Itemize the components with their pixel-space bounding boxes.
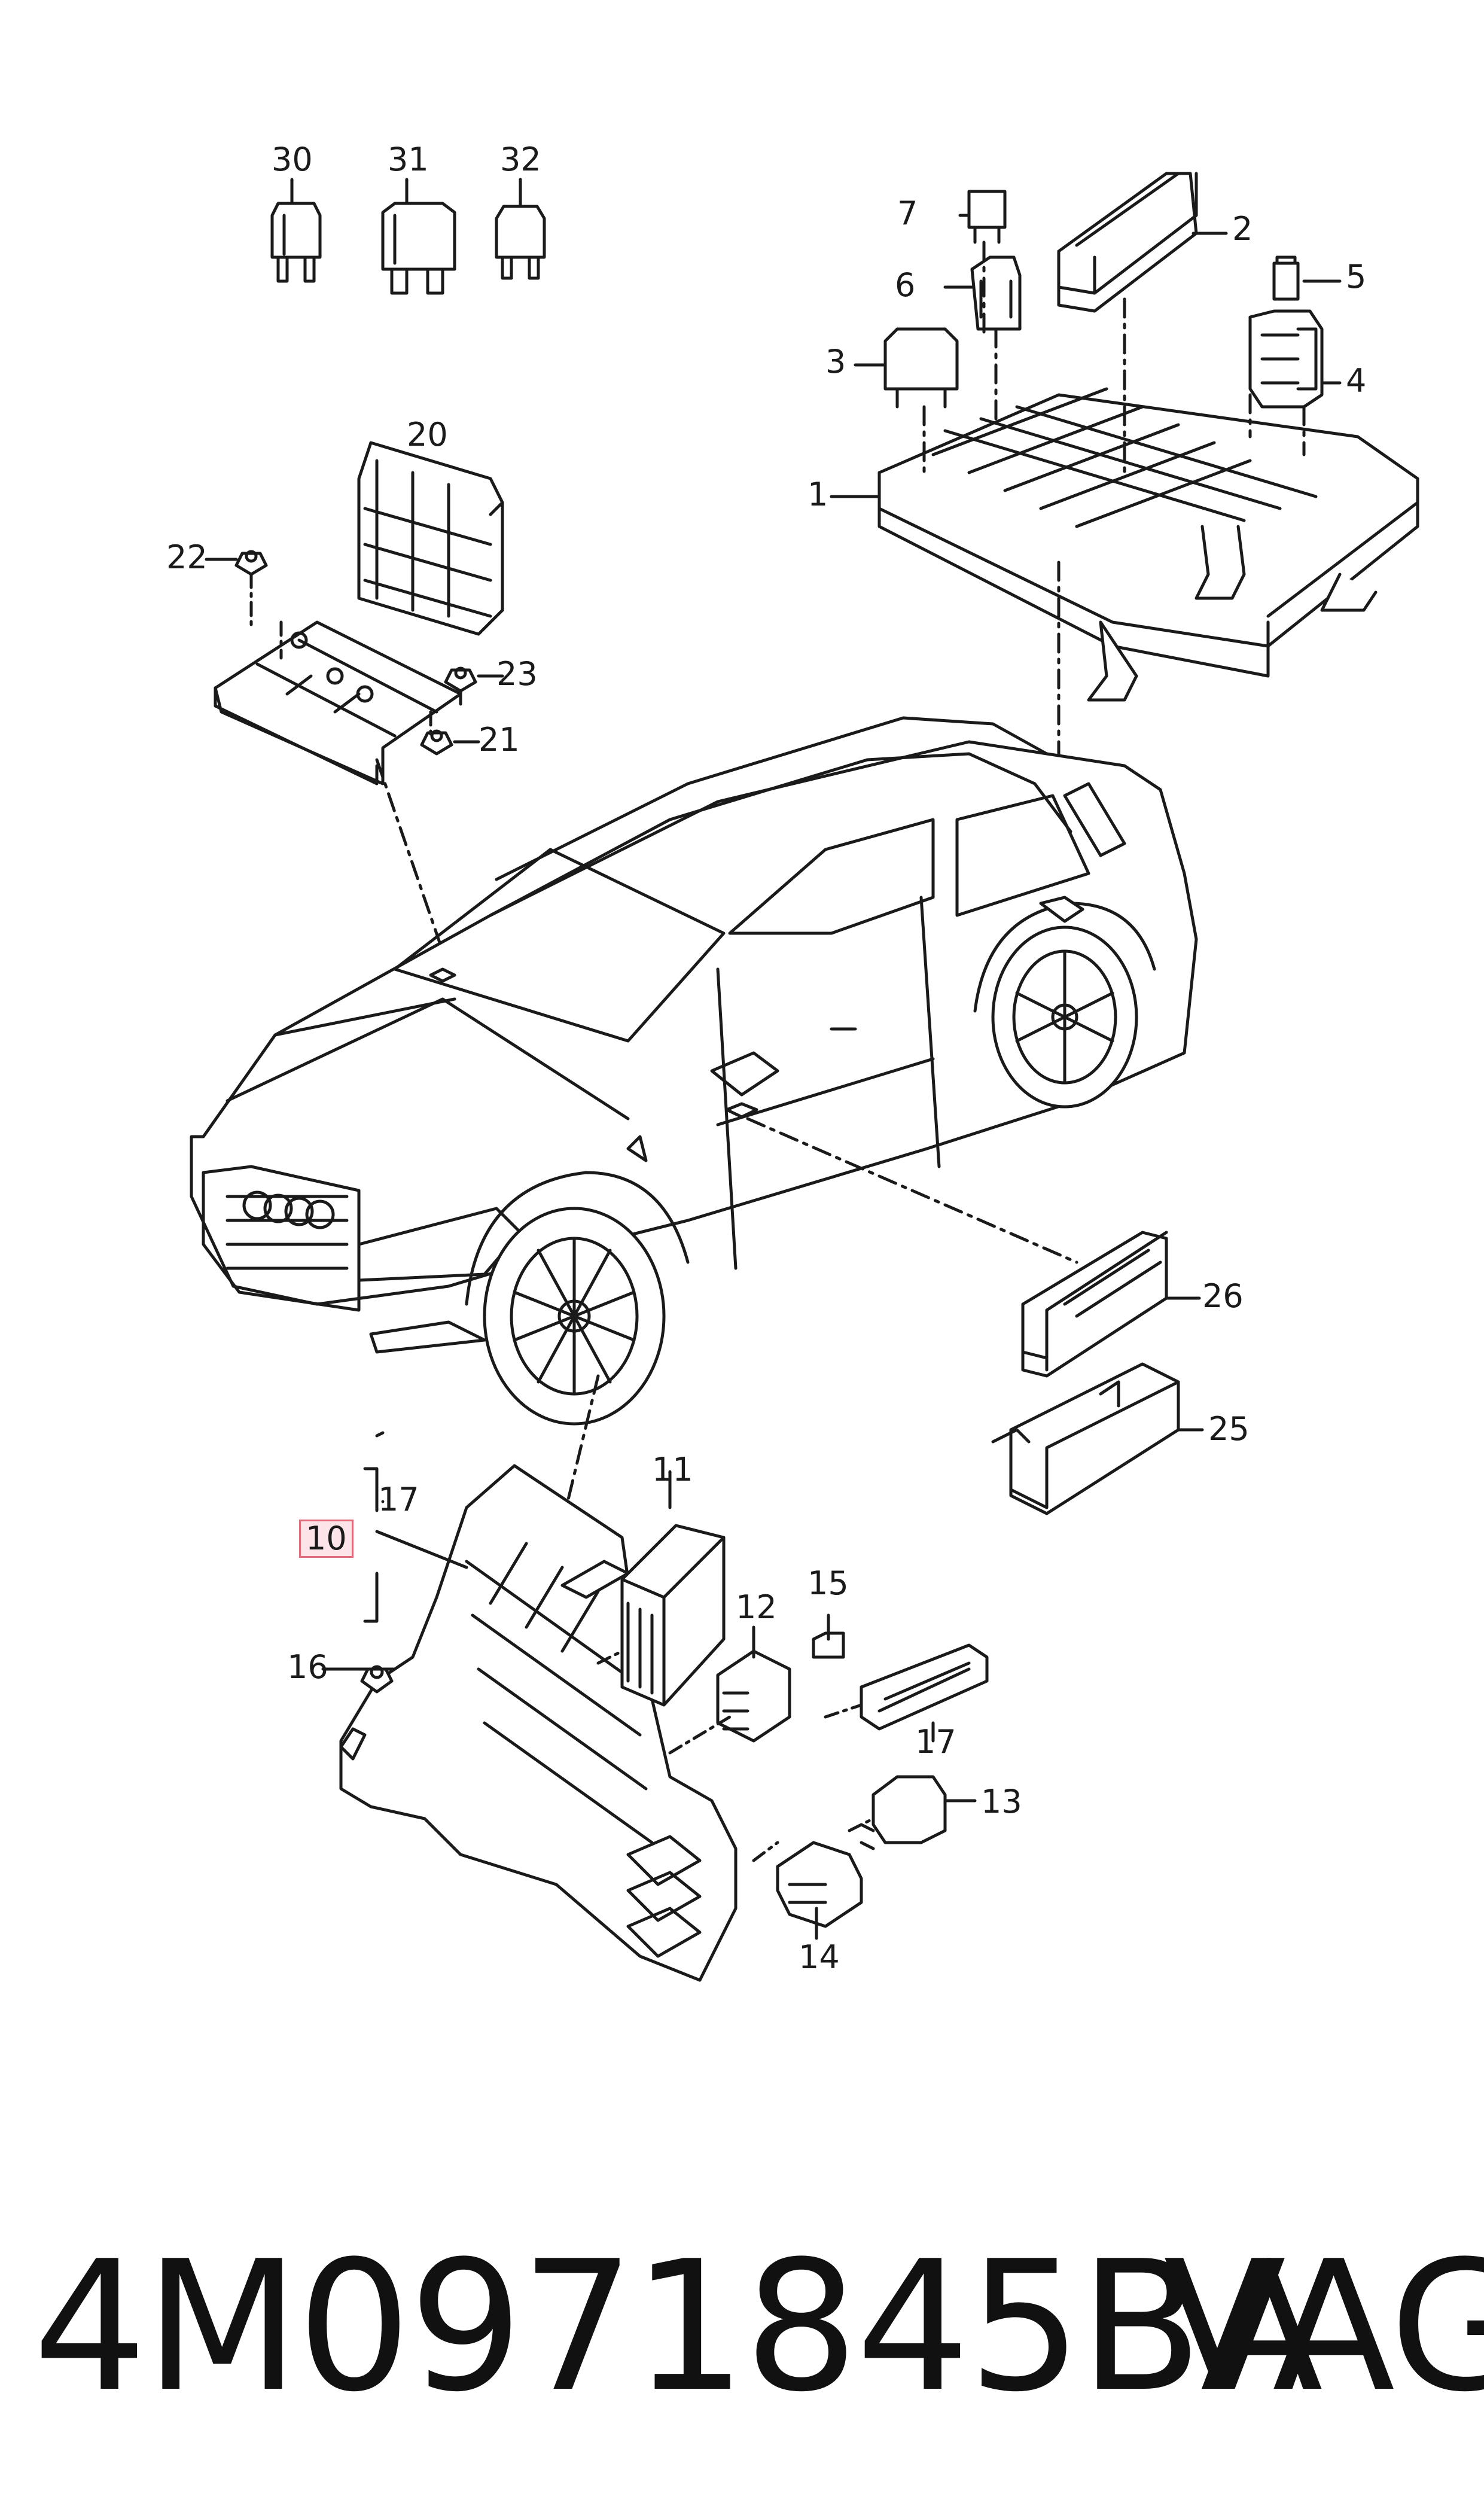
- nut-21-drawing: [420, 729, 453, 756]
- part-number-text: 4M0971845BA: [33, 2222, 1323, 2431]
- callout-7: 7: [897, 194, 918, 232]
- fuse-box-cover-20-drawing: [357, 441, 504, 636]
- callout-15: 15: [807, 1564, 849, 1602]
- control-unit-26-drawing: [1021, 1231, 1168, 1378]
- connector-14-drawing: [776, 1841, 863, 1928]
- callout-5: 5: [1346, 258, 1367, 296]
- callout-4: 4: [1346, 362, 1367, 400]
- callout-10[interactable]: 10: [299, 1520, 354, 1558]
- callout-23: 23: [496, 655, 538, 693]
- fuse-5-drawing: [1272, 255, 1300, 301]
- callout-25: 25: [1208, 1410, 1250, 1448]
- callout-12: 12: [736, 1588, 777, 1626]
- connector-4-drawing: [1248, 309, 1324, 409]
- nut-16-drawing: [360, 1665, 394, 1694]
- main-fuse-box-drawing: [877, 387, 1419, 702]
- bracket-25-drawing: [991, 1362, 1180, 1515]
- relay-3-drawing: [883, 327, 959, 409]
- bracket-drawing: [214, 620, 462, 785]
- callout-1: 1: [807, 476, 828, 513]
- callout-17-right: 17: [915, 1723, 956, 1761]
- nut-22-drawing: [234, 550, 268, 576]
- relay-holder-6-drawing: [970, 255, 1022, 331]
- vehicle-outline-drawing: [190, 716, 1198, 1426]
- control-unit-11-drawing: [620, 1524, 726, 1707]
- callout-6: 6: [895, 266, 916, 304]
- relay-holder-17-drawing: [860, 1643, 989, 1731]
- callout-30: 30: [272, 141, 313, 178]
- fuse-30-drawing: [270, 202, 322, 283]
- callout-26: 26: [1202, 1277, 1244, 1315]
- connector-12-drawing: [716, 1649, 791, 1743]
- callout-11: 11: [652, 1451, 693, 1488]
- electronics-box-10-drawing: [339, 1464, 738, 1982]
- callout-20: 20: [407, 416, 448, 453]
- relay-7-drawing: [967, 190, 1007, 244]
- fuse-32-drawing: [495, 205, 546, 280]
- callout-22: 22: [166, 538, 208, 576]
- callout-3: 3: [825, 343, 846, 380]
- relay-cover-2-drawing: [1057, 172, 1198, 313]
- fuse-15-drawing: [812, 1631, 845, 1659]
- callout-16: 16: [287, 1648, 328, 1686]
- brand-text: VAG: [1163, 2222, 1484, 2431]
- relay-13-drawing: [860, 1775, 947, 1850]
- callout-2: 2: [1232, 210, 1253, 248]
- callout-17-left: 17: [378, 1481, 419, 1518]
- callout-31: 31: [388, 141, 429, 178]
- callout-32: 32: [500, 141, 541, 178]
- callout-13: 13: [981, 1783, 1022, 1820]
- callout-14: 14: [799, 1938, 840, 1976]
- fuse-31-drawing: [381, 202, 456, 295]
- nut-23-drawing: [444, 666, 477, 693]
- callout-21: 21: [479, 721, 520, 759]
